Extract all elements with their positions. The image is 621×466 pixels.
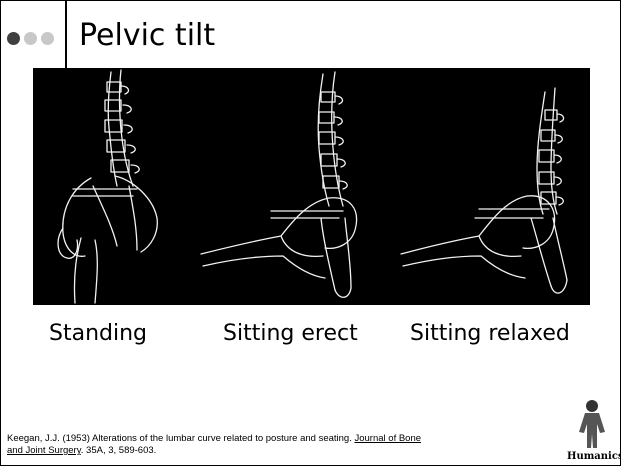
slide-title: Pelvic tilt xyxy=(79,21,215,51)
reference-authors: Keegan, J.J. (1953) Alterations of the l… xyxy=(7,433,354,444)
sitting-relaxed-sketch xyxy=(401,88,567,293)
reference-volume: . 35A, 3, 589-603. xyxy=(81,445,157,456)
sitting-erect-sketch xyxy=(201,72,357,297)
title-divider xyxy=(65,1,67,68)
human-figure-icon xyxy=(567,398,617,450)
caption-sitting-erect: Sitting erect xyxy=(223,323,358,345)
caption-sitting-relaxed: Sitting relaxed xyxy=(410,323,570,345)
bullet-dots xyxy=(7,32,54,45)
caption-standing: Standing xyxy=(49,323,147,345)
logo-text: Humanics xyxy=(567,451,617,462)
dot-icon xyxy=(41,32,54,45)
dot-icon xyxy=(7,32,20,45)
standing-sketch xyxy=(58,70,157,303)
spine-pelvis-figure xyxy=(33,68,590,305)
dot-icon xyxy=(24,32,37,45)
humanics-logo: Humanics xyxy=(567,398,617,462)
reference-citation: Keegan, J.J. (1953) Alterations of the l… xyxy=(7,433,427,457)
